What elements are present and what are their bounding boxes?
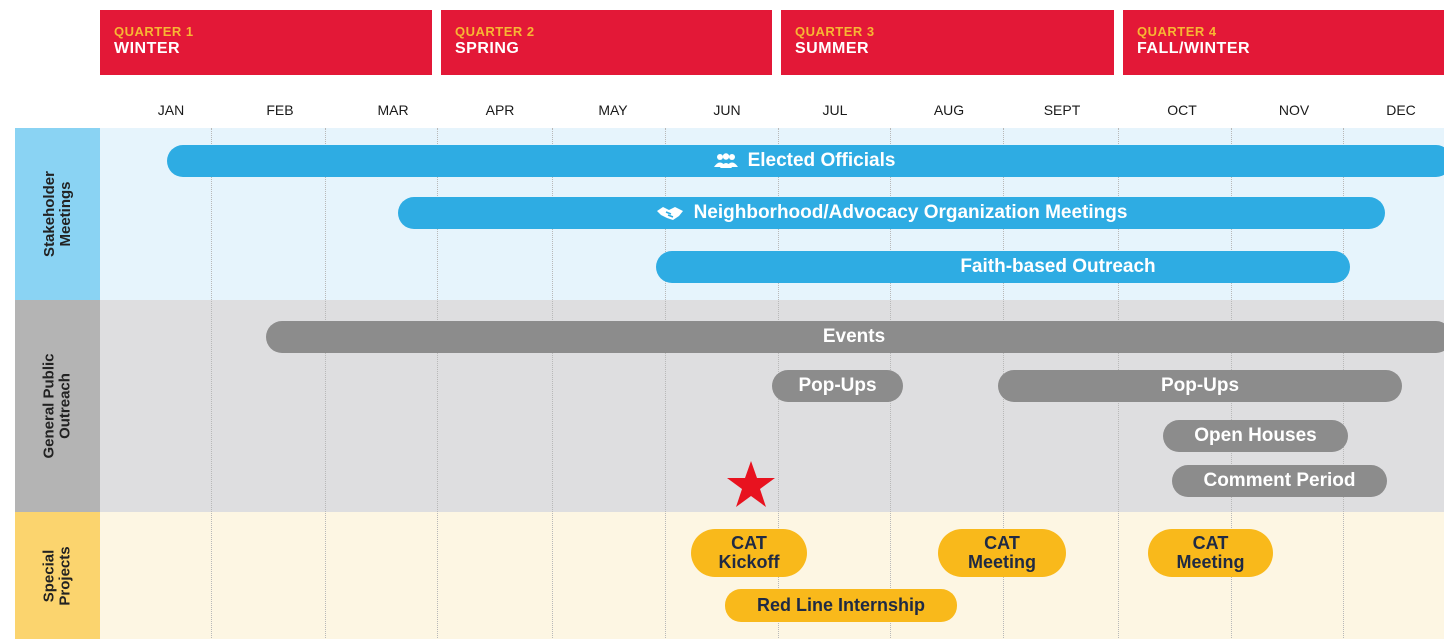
- elected-officials-label: Elected Officials: [747, 150, 896, 171]
- quarter-number: QUARTER 4: [1137, 24, 1217, 39]
- comment-period-bar: Comment Period: [1172, 465, 1387, 497]
- cat-meeting-pill-2: CAT Meeting: [1148, 529, 1273, 577]
- month-dec: DEC: [1386, 102, 1416, 118]
- comment-period-label: Comment Period: [1203, 470, 1356, 491]
- quarter-number: QUARTER 3: [795, 24, 875, 39]
- red-line-internship-bar: Red Line Internship: [725, 589, 957, 622]
- special-label-box: Special Projects: [15, 512, 100, 639]
- month-divider: [552, 128, 553, 638]
- month-divider: [437, 128, 438, 638]
- red-line-internship-label: Red Line Internship: [756, 595, 925, 615]
- month-jun: JUN: [713, 102, 741, 118]
- quarter-1-header: QUARTER 1 WINTER: [100, 10, 432, 75]
- month-mar: MAR: [377, 102, 409, 118]
- cat-kickoff-line1: CAT: [731, 533, 767, 553]
- events-bar: Events: [266, 321, 1444, 353]
- handshake-icon: [656, 205, 684, 221]
- public-label: General Public Outreach: [40, 353, 74, 459]
- quarter-2-header: QUARTER 2 SPRING: [441, 10, 772, 75]
- month-jan: JAN: [157, 102, 185, 118]
- month-nov: NOV: [1278, 102, 1310, 118]
- faith-outreach-bar: Faith-based Outreach: [656, 251, 1350, 283]
- month-divider: [665, 128, 666, 638]
- cat-kickoff-line2: Kickoff: [718, 552, 780, 572]
- popups-bar-2: Pop-Ups: [998, 370, 1402, 402]
- quarter-4-header: QUARTER 4 FALL/WINTER: [1123, 10, 1444, 75]
- stakeholder-label: Stakeholder Meetings: [40, 171, 74, 257]
- month-sept: SEPT: [1043, 102, 1081, 118]
- month-apr: APR: [485, 102, 515, 118]
- open-houses-bar: Open Houses: [1163, 420, 1348, 452]
- faith-outreach-label: Faith-based Outreach: [960, 256, 1156, 277]
- quarter-number: QUARTER 1: [114, 24, 194, 39]
- events-label: Events: [822, 326, 886, 347]
- quarter-3-header: QUARTER 3 SUMMER: [781, 10, 1114, 75]
- month-may: MAY: [598, 102, 628, 118]
- quarter-season: WINTER: [114, 40, 181, 57]
- month-oct: OCT: [1167, 102, 1197, 118]
- popups-label-2: Pop-Ups: [1160, 375, 1240, 396]
- cat-meeting-2-line1: CAT: [1192, 533, 1229, 553]
- quarter-season: SUMMER: [795, 40, 870, 57]
- neighborhood-label: Neighborhood/Advocacy Organization Meeti…: [693, 202, 1128, 223]
- quarter-season: FALL/WINTER: [1137, 40, 1251, 57]
- quarter-number: QUARTER 2: [455, 24, 535, 39]
- month-jul: JUL: [822, 102, 848, 118]
- cat-meeting-1-line1: CAT: [984, 533, 1020, 553]
- stakeholder-label-box: Stakeholder Meetings: [15, 128, 100, 300]
- cat-kickoff-pill: CAT Kickoff: [691, 529, 807, 577]
- special-label: Special Projects: [40, 545, 74, 606]
- cat-meeting-2-line2: Meeting: [1176, 552, 1245, 572]
- month-aug: AUG: [933, 102, 965, 118]
- month-feb: FEB: [266, 102, 294, 118]
- neighborhood-bar: Neighborhood/Advocacy Organization Meeti…: [398, 197, 1385, 229]
- people-group-icon: [713, 153, 738, 169]
- cat-meeting-pill-1: CAT Meeting: [938, 529, 1066, 577]
- popups-label-1: Pop-Ups: [798, 375, 877, 396]
- popups-bar-1: Pop-Ups: [772, 370, 903, 402]
- elected-officials-bar: Elected Officials: [167, 145, 1444, 177]
- month-divider: [325, 128, 326, 638]
- star-icon: [726, 460, 776, 508]
- open-houses-label: Open Houses: [1194, 425, 1317, 446]
- cat-meeting-1-line2: Meeting: [967, 552, 1036, 572]
- month-divider: [211, 128, 212, 638]
- public-label-box: General Public Outreach: [15, 300, 100, 512]
- quarter-season: SPRING: [455, 40, 520, 57]
